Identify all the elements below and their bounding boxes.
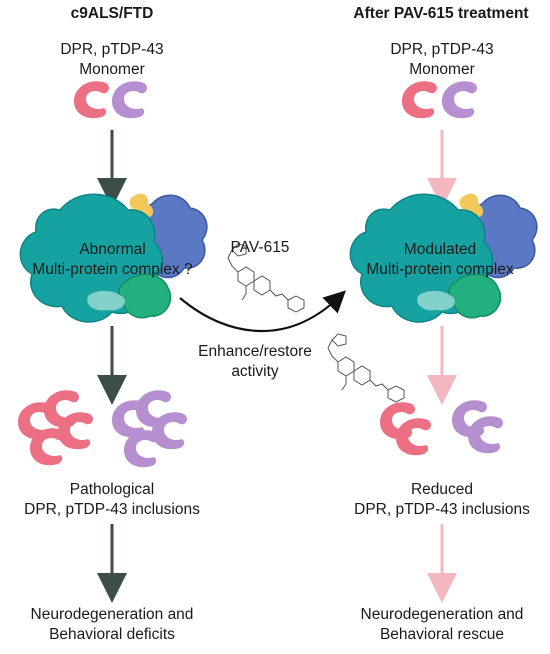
right-complex-label-2: Multi-protein complex xyxy=(366,261,514,278)
left-inclusions-label-2: DPR, pTDP-43 inclusions xyxy=(24,501,200,518)
treatment-arrow xyxy=(179,290,346,333)
purple-monomer-icon xyxy=(112,81,147,119)
left-inclusions-label-1: Pathological xyxy=(69,481,155,498)
left-complex-label-2: Multi-protein complex ? xyxy=(32,261,193,278)
right-monomers xyxy=(402,81,477,119)
left-monomers xyxy=(74,81,147,119)
right-complex-label-1: Modulated xyxy=(403,241,477,258)
left-monomer-label-2: Monomer xyxy=(79,61,145,78)
left-inclusions xyxy=(18,390,187,468)
left-outcome-label-2: Behavioral deficits xyxy=(49,626,175,643)
right-inclusions-label-2: DPR, pTDP-43 inclusions xyxy=(354,501,530,518)
left-outcome-label-1: Neurodegeneration and xyxy=(30,606,194,623)
right-inclusions-label-1: Reduced xyxy=(410,481,474,498)
left-title: c9ALS/FTD xyxy=(70,5,154,22)
right-inclusions xyxy=(380,400,503,456)
right-monomer-label-2: Monomer xyxy=(409,61,475,78)
action-label-2: activity xyxy=(231,363,279,380)
bound-molecule-icon xyxy=(327,333,405,403)
left-complex-label-1: Abnormal xyxy=(79,241,146,258)
right-outcome-label-2: Behavioral rescue xyxy=(379,626,505,643)
right-title: After PAV-615 treatment xyxy=(353,5,529,22)
pink-monomer-icon xyxy=(402,81,437,119)
left-monomer-label-1: DPR, pTDP-43 xyxy=(60,41,164,58)
action-label-1: Enhance/restore xyxy=(198,343,312,360)
purple-monomer-icon xyxy=(442,81,477,119)
compound-label: PAV-615 xyxy=(230,239,290,256)
right-outcome-label-1: Neurodegeneration and xyxy=(360,606,524,623)
right-monomer-label-1: DPR, pTDP-43 xyxy=(390,41,494,58)
pink-monomer-icon xyxy=(74,81,109,119)
